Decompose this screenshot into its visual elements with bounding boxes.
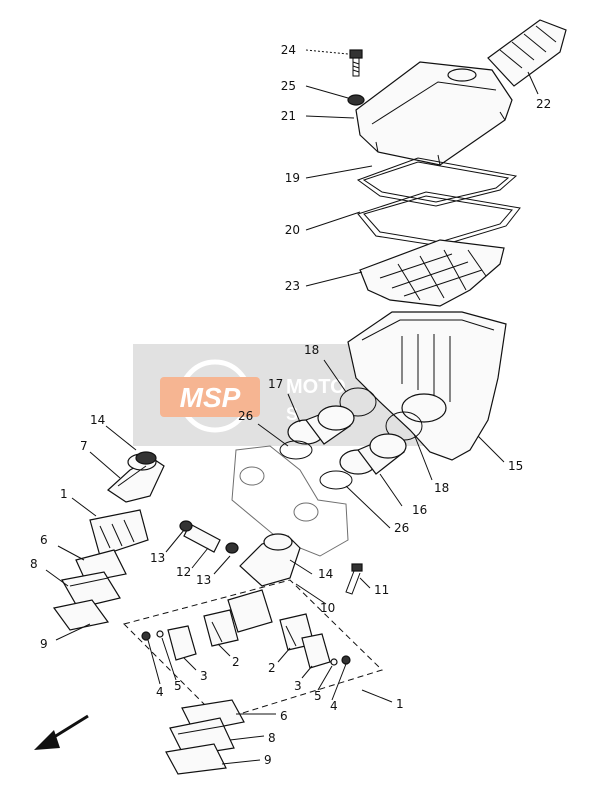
screws-4-5-part (141, 630, 351, 666)
callout-8b: 8 (268, 731, 276, 745)
reed-valve-block-part (203, 589, 315, 651)
callout-5a: 5 (174, 679, 182, 693)
front-direction-arrow-icon (34, 714, 89, 750)
callout-15: 15 (508, 459, 523, 473)
airbox-cover-part (355, 61, 513, 166)
reed-petal-3a-part (167, 625, 197, 661)
callout-12: 12 (176, 565, 191, 579)
callout-10: 10 (320, 601, 335, 615)
manifold-7-part (107, 453, 165, 503)
carburetor-outline (231, 445, 349, 557)
callout-1a: 1 (60, 487, 68, 501)
callout-23: 23 (285, 279, 300, 293)
joint-17-part (287, 405, 355, 445)
callout-11: 11 (374, 583, 389, 597)
callout-1b: 1 (396, 697, 404, 711)
clamp-26b-part (319, 470, 353, 490)
callout-9b: 9 (264, 753, 272, 767)
reed-assembly-box (123, 579, 383, 721)
callout-18a: 18 (304, 343, 319, 357)
callout-6b: 6 (280, 709, 288, 723)
callout-17: 17 (268, 377, 283, 391)
callout-26b: 26 (394, 521, 409, 535)
callout-14b: 14 (318, 567, 333, 581)
callout-16: 16 (412, 503, 427, 517)
leader-lines (45, 49, 539, 765)
gasket-6a-part (75, 549, 127, 583)
gasket-20-part (357, 191, 521, 247)
callout-13b: 13 (196, 573, 211, 587)
callout-5b: 5 (314, 689, 322, 703)
callout-3b: 3 (294, 679, 302, 693)
filter-grid-part (359, 239, 505, 307)
callout-9a: 9 (40, 637, 48, 651)
callout-14a: 14 (90, 413, 105, 427)
manifold-14b-part (239, 533, 301, 587)
watermark-brand-text: MOTO (286, 376, 346, 398)
bolt-part (349, 49, 363, 77)
callout-4b: 4 (330, 699, 338, 713)
callout-24: 24 (281, 43, 296, 57)
gasket-9b-part (165, 743, 227, 775)
callout-6a: 6 (40, 533, 48, 547)
callout-19: 19 (285, 171, 300, 185)
callout-3a: 3 (200, 669, 208, 683)
spacer-8a-part (61, 571, 121, 609)
callout-7: 7 (80, 439, 88, 453)
clamp-14a-part (135, 451, 157, 465)
callout-labels: 24 25 21 22 19 20 23 18 17 26 14 7 15 18… (30, 43, 551, 767)
watermark-sub-text: S (286, 404, 298, 424)
watermark-logo-text: MSP (180, 382, 241, 413)
hose-12-part (179, 520, 239, 554)
bolt-11-part (345, 563, 363, 595)
clamp-26a-part (279, 440, 313, 460)
callout-22: 22 (536, 97, 551, 111)
reed-valve-1a-part (89, 509, 149, 557)
collar-part (347, 94, 365, 106)
airbox-body-part (347, 311, 507, 461)
reed-petal-3b-part (301, 633, 331, 669)
spacer-8b-part (169, 717, 235, 757)
intake-duct-part (487, 19, 567, 87)
gasket-19-part (356, 157, 518, 207)
callout-13a: 13 (150, 551, 165, 565)
callout-26a: 26 (238, 409, 253, 423)
callout-25: 25 (281, 79, 296, 93)
callout-21: 21 (281, 109, 296, 123)
watermark-logo-box (160, 377, 260, 417)
callout-2a: 2 (232, 655, 240, 669)
callout-4a: 4 (156, 685, 164, 699)
callout-2b: 2 (268, 661, 276, 675)
callout-18b: 18 (434, 481, 449, 495)
callout-20: 20 (285, 223, 300, 237)
gasket-9a-part (52, 599, 110, 631)
joint-16-part (339, 433, 407, 475)
callout-8a: 8 (30, 557, 38, 571)
ring-18a-part (339, 387, 377, 417)
